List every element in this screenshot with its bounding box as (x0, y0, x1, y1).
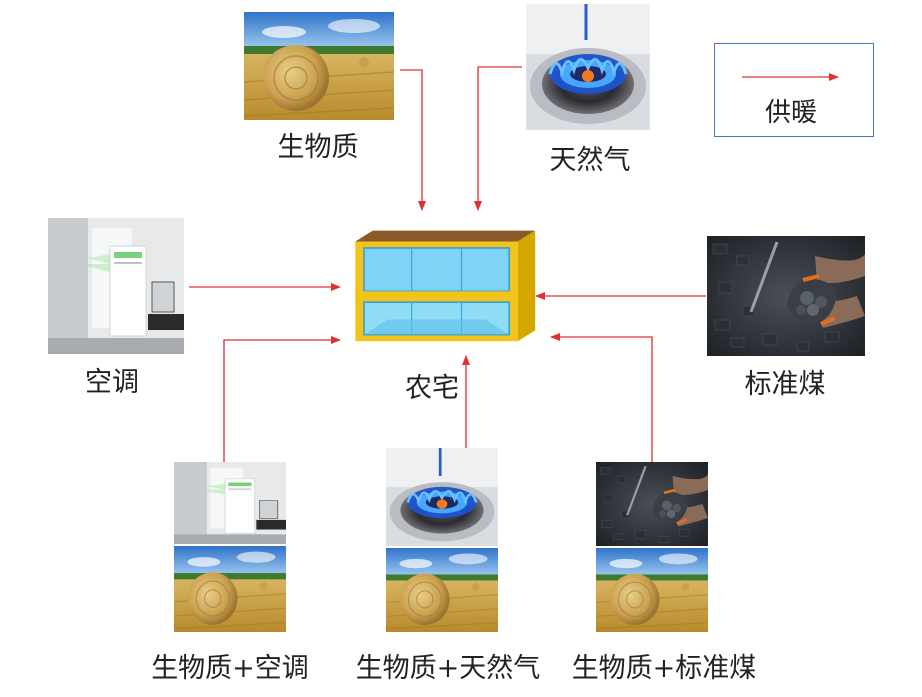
arrow-biomass (400, 69, 426, 211)
gas-flame-icon (386, 448, 498, 546)
air-conditioner-icon (48, 218, 184, 354)
biomass-coal-label: 生物质+标准煤 (571, 653, 757, 684)
combo-biomass-gas (386, 448, 498, 632)
coal-icon (596, 462, 708, 546)
ac-label: 空调 (85, 367, 139, 398)
center-label: 农宅 (405, 373, 459, 404)
gas-flame-icon (526, 4, 650, 130)
biomass-ac-label: 生物质+空调 (151, 653, 309, 684)
biomass-label: 生物质 (277, 132, 359, 163)
air-conditioner-icon (174, 462, 286, 544)
legend-label: 供暖 (765, 98, 818, 128)
biomass-gas-label: 生物质+天然气 (355, 653, 541, 684)
hay-bale-icon (244, 12, 394, 120)
arrow-gas (474, 66, 522, 211)
combo-biomass-coal (596, 462, 708, 632)
arrow-biomass-coal (550, 333, 653, 462)
rural-house-icon (344, 222, 540, 352)
hay-bale-icon (596, 548, 708, 632)
coal-icon (707, 236, 865, 356)
gas-label: 天然气 (549, 145, 631, 176)
arrow-biomass-ac (223, 336, 341, 462)
coal-label: 标准煤 (744, 369, 826, 400)
combo-biomass-ac (174, 462, 286, 632)
hay-bale-icon (174, 546, 286, 632)
legend: 供暖 (714, 43, 874, 137)
hay-bale-icon (386, 548, 498, 632)
